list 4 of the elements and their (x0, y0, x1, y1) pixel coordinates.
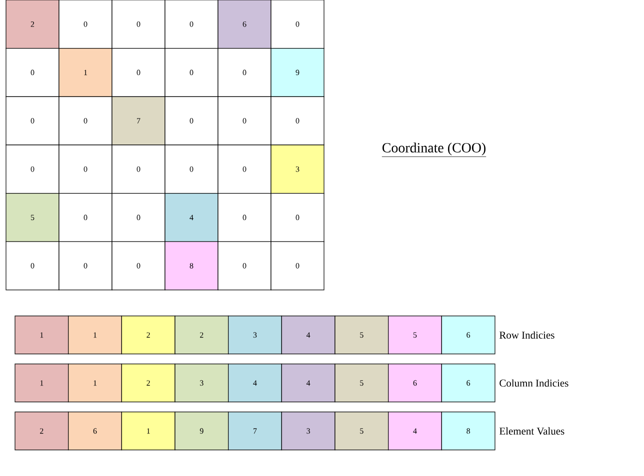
row-label: Row Indicies (500, 331, 554, 339)
row-label: Column Indicies (500, 379, 568, 387)
title: Coordinate (COO) (382, 142, 486, 157)
row-label: Element Values (500, 427, 564, 435)
